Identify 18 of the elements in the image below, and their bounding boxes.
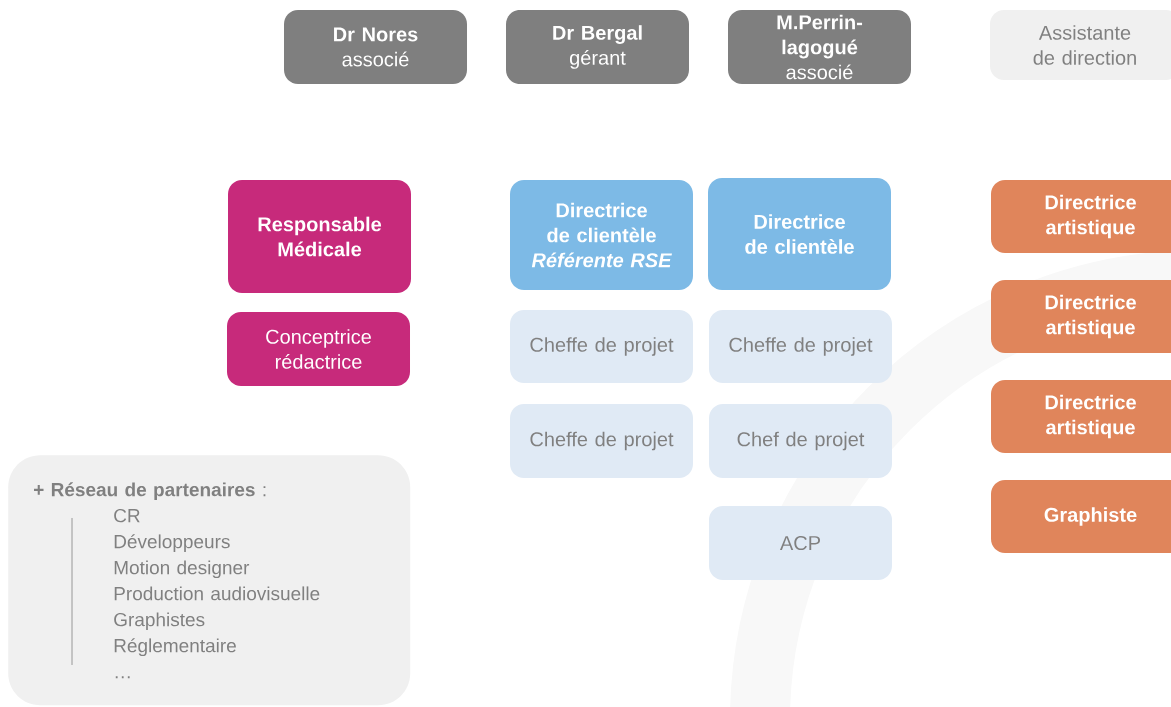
role-box: Directrice de clientèle Référente RSE — [510, 180, 693, 290]
role-box: Cheffe de projet — [510, 310, 693, 383]
role-box: ACP — [709, 506, 892, 580]
partner-box: Dr Nores associé — [284, 10, 467, 84]
partner-box: Dr Bergal gérant — [506, 10, 689, 84]
role-box: Cheffe de projet — [709, 310, 892, 383]
role-box: Chef de projet — [709, 404, 892, 478]
network-box: + Réseau de partenaires : CR Développeurs Motion designer Production audiovisuelle Graphistes Réglementaire … — [8, 455, 411, 706]
role-box: Cheffe de projet — [510, 404, 693, 478]
role-box: Responsable Médicale — [228, 180, 411, 293]
role-box: Conceptrice rédactrice — [227, 312, 410, 386]
partner-box: M.Perrin-lagogué associé — [728, 10, 911, 84]
role-box: Directrice de clientèle — [708, 178, 891, 290]
role-box: Directrice artistique — [991, 180, 1171, 253]
role-box: Graphiste — [991, 480, 1171, 553]
role-box: Directrice artistique — [991, 380, 1171, 453]
role-box: Directrice artistique — [991, 280, 1171, 353]
assistant-box: Assistante de direction — [990, 10, 1171, 80]
